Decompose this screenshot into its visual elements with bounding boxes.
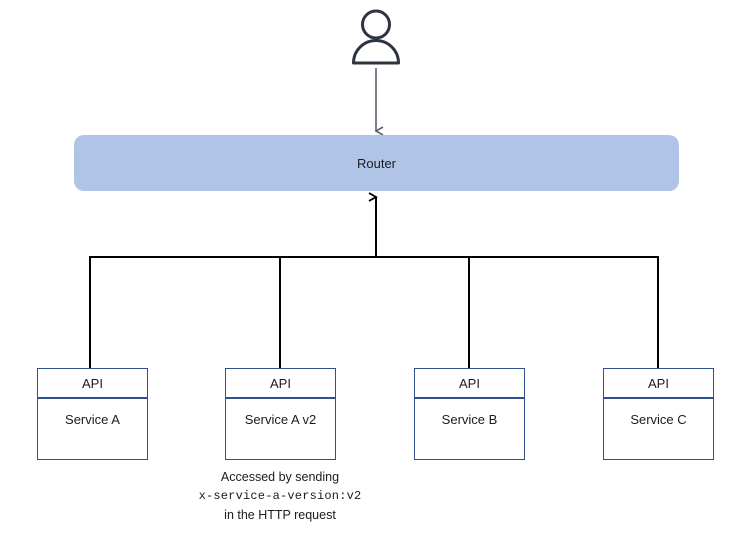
service-header-label: API	[270, 375, 291, 391]
caption-line-3: in the HTTP request	[224, 508, 336, 522]
user-person-icon	[345, 6, 407, 68]
service-body: Service A v2	[226, 399, 335, 459]
router-node[interactable]: Router	[74, 135, 679, 191]
service-node-service-a-v2[interactable]: API Service A v2	[225, 368, 336, 460]
service-header: API	[38, 369, 147, 399]
service-header-label: API	[459, 375, 480, 391]
caption-header-code: x-service-a-version:v2	[198, 489, 362, 503]
service-header: API	[226, 369, 335, 399]
service-name-label: Service A v2	[244, 412, 317, 427]
service-header-label: API	[648, 375, 669, 391]
service-name-label: Service A	[65, 412, 120, 427]
service-header: API	[604, 369, 713, 399]
router-label: Router	[356, 155, 397, 171]
service-header: API	[415, 369, 524, 399]
service-header-label: API	[82, 375, 103, 391]
service-name-label: Service C	[630, 412, 687, 427]
caption-line-1: Accessed by sending	[220, 470, 340, 484]
service-node-service-b[interactable]: API Service B	[414, 368, 525, 460]
service-a-v2-caption: Accessed by sending x-service-a-version:…	[180, 468, 380, 525]
service-node-service-a[interactable]: API Service A	[37, 368, 148, 460]
service-body: Service A	[38, 399, 147, 459]
service-body: Service C	[604, 399, 713, 459]
service-name-label: Service B	[441, 412, 498, 427]
service-node-service-c[interactable]: API Service C	[603, 368, 714, 460]
service-body: Service B	[415, 399, 524, 459]
